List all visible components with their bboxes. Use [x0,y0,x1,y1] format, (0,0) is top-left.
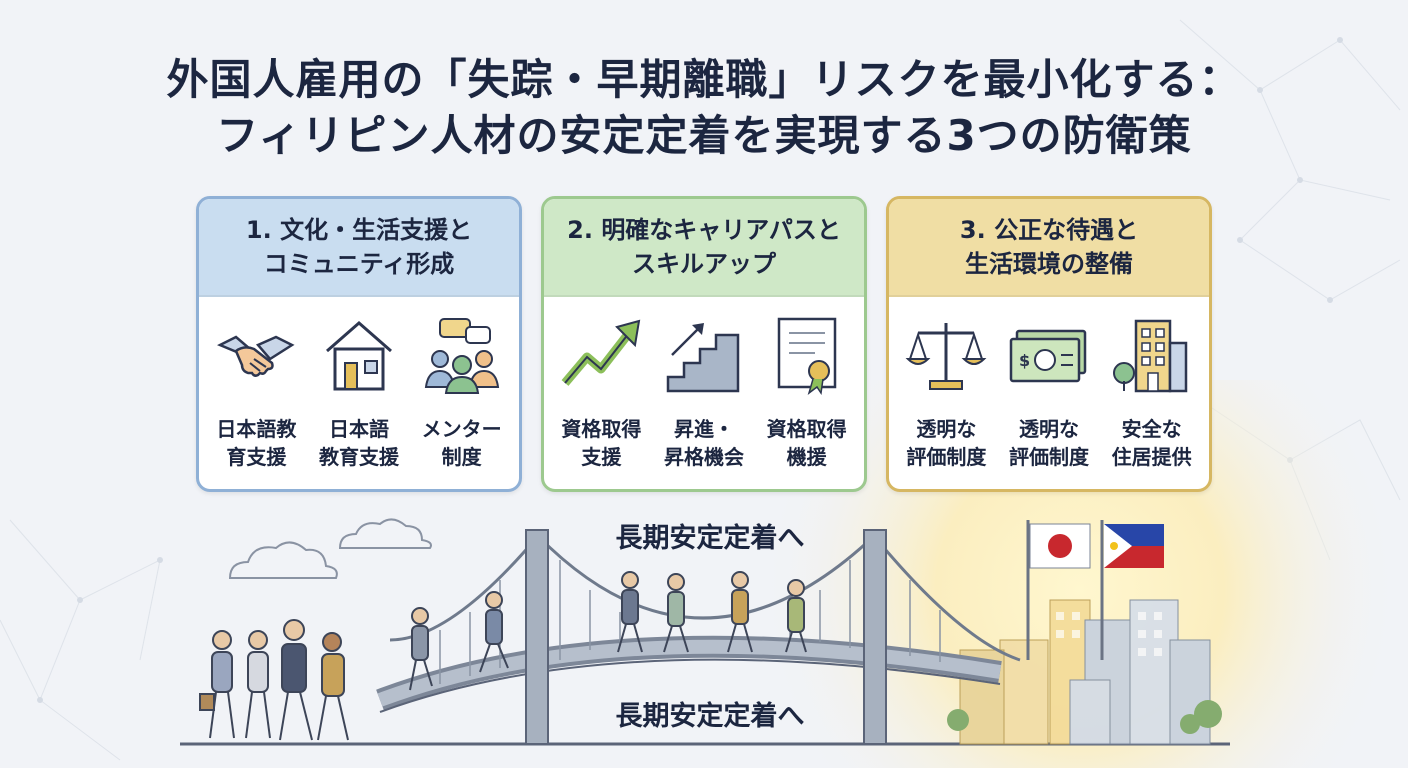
strategy-card-fair-treatment: 3. 公正な待遇と 生活環境の整備 透明な評価制度 $ [886,196,1212,492]
suspension-bridge [376,529,1021,745]
card-item-label: 日本語教育支援 [216,417,297,469]
card-item-label: 透明な評価制度 [1008,417,1089,469]
card-item: 資格取得機援 [757,315,857,471]
card-item: 日本語教育支援 [309,315,409,471]
money-icon: $ [1009,329,1087,383]
card-item-label: メンター制度 [421,417,502,469]
japan-flag-icon [1026,520,1091,660]
card-heading-line-1: 3. 公正な待遇と [959,216,1139,244]
card-item-label: 資格取得機援 [766,417,847,469]
community-chat-icon [424,318,499,394]
card-heading-line-2: スキルアップ [632,250,776,278]
card-item: 透明な評価制度 [896,315,996,471]
cloud-icon [228,518,432,579]
card-heading-line-2: コミュニティ形成 [263,250,455,278]
card-item: $ 透明な評価制度 [999,315,1099,471]
dollar-sign: $ [1019,351,1030,370]
growth-arrow-icon [561,319,641,386]
scales-icon [905,323,987,390]
title-line-2: フィリピン人材の安定定着を実現する3つの防衛策 [216,111,1192,160]
building-icon [1112,319,1187,393]
page-title: 外国人雇用の「失踪・早期離職」リスクを最小化する： フィリピン人材の安定定着を実… [0,52,1408,164]
walking-people [199,571,807,741]
card-item-label: 資格取得支援 [561,417,642,469]
handshake-icon [217,335,295,377]
card-heading: 2. 明確なキャリアパスと スキルアップ [544,199,864,297]
philippines-flag-icon [1100,520,1164,660]
title-line-1: 外国人雇用の「失踪・早期離職」リスクを最小化する： [166,55,1242,104]
card-item: 日本語教育支援 [206,315,306,471]
card-item: 昇進・昇格機会 [654,315,754,471]
bridge-caption-bottom: 長期安定定着へ [615,701,805,732]
card-heading: 3. 公正な待遇と 生活環境の整備 [889,199,1209,297]
certificate-icon [777,317,836,395]
card-item: メンター制度 [412,315,512,471]
city-skyline [947,599,1222,745]
stairs-icon [666,323,740,393]
card-item-label: 昇進・昇格機会 [663,417,744,469]
card-heading-line-2: 生活環境の整備 [965,250,1133,278]
card-item-label: 透明な評価制度 [906,417,987,469]
card-heading-line-1: 1. 文化・生活支援と [245,216,473,244]
card-heading-line-1: 2. 明確なキャリアパスと [567,216,841,244]
card-item-label: 日本語教育支援 [318,417,399,469]
bridge-caption-top: 長期安定定着へ [615,523,805,554]
house-icon [325,321,392,391]
strategy-card-career-path: 2. 明確なキャリアパスと スキルアップ 資格取得支援 昇進・昇格機会 [541,196,867,492]
card-item: 安全な住居提供 [1102,315,1202,471]
card-item-label: 安全な住居提供 [1111,417,1192,469]
strategy-card-culture-support: 1. 文化・生活支援と コミュニティ形成 日本語教育支援 日本語教育支援 [196,196,522,492]
card-heading: 1. 文化・生活支援と コミュニティ形成 [199,199,519,297]
card-item: 資格取得支援 [551,315,651,471]
